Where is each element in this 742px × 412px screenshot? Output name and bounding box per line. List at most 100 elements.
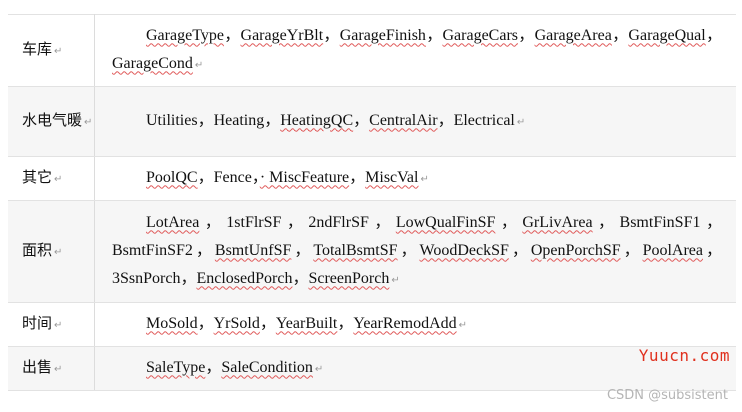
feature-separator: ， bbox=[281, 213, 309, 231]
feature-name: 2ndFlrSF bbox=[308, 213, 369, 231]
paragraph-mark-icon: ↵ bbox=[84, 117, 93, 128]
feature-name: SaleCondition bbox=[221, 358, 313, 376]
feature-separator: ， bbox=[291, 241, 314, 259]
feature-name: MiscVal bbox=[365, 168, 419, 186]
paragraph-mark-icon: ↵ bbox=[458, 319, 468, 331]
category-cell: 其它↵ bbox=[8, 156, 95, 201]
feature-name: SaleType bbox=[146, 358, 206, 376]
feature-separator: ， bbox=[349, 168, 366, 186]
category-label: 其它 bbox=[22, 168, 53, 186]
feature-name: YearRemodAdd bbox=[353, 314, 457, 332]
feature-separator: ， bbox=[592, 213, 620, 231]
paragraph-mark-icon: ↵ bbox=[54, 320, 63, 331]
paragraph-mark-icon: ↵ bbox=[54, 247, 63, 258]
feature-separator: ， bbox=[251, 168, 260, 186]
table-row: 出售↵SaleType，SaleCondition↵ bbox=[8, 346, 736, 391]
feature-separator: ， bbox=[508, 241, 531, 259]
category-label: 出售 bbox=[22, 358, 53, 376]
feature-name: Electrical bbox=[453, 111, 515, 129]
feature-name: GarageQual bbox=[628, 26, 706, 44]
category-label: 时间 bbox=[22, 314, 53, 332]
feature-separator: ， bbox=[223, 26, 241, 44]
feature-separator: ， bbox=[197, 111, 214, 129]
table-row: 车库↵GarageType，GarageYrBlt，GarageFinish，G… bbox=[8, 14, 736, 87]
feature-name: OpenPorchSF bbox=[530, 241, 621, 259]
feature-separator: ， bbox=[292, 269, 309, 287]
table-row: 时间↵MoSold，YrSold，YearBuilt，YearRemodAdd↵ bbox=[8, 302, 736, 347]
feature-name: GarageCars bbox=[442, 26, 518, 44]
paragraph-mark-icon: ↵ bbox=[391, 274, 400, 286]
feature-name: BsmtFinSF2 bbox=[112, 241, 193, 259]
feature-separator: ， bbox=[703, 241, 722, 259]
feature-separator: ， bbox=[205, 358, 222, 376]
feature-name: GarageYrBlt bbox=[240, 26, 324, 44]
paragraph-mark-icon: ↵ bbox=[314, 363, 324, 375]
feature-name: GrLivArea bbox=[522, 213, 593, 231]
paragraph-mark-icon: ↵ bbox=[420, 173, 429, 185]
paragraph-mark-icon: ↵ bbox=[194, 59, 204, 71]
feature-name: WoodDeckSF bbox=[419, 241, 509, 259]
feature-separator: ， bbox=[437, 111, 454, 129]
feature-name: BsmtFinSF1 bbox=[619, 213, 701, 231]
table-row: 其它↵PoolQC，Fence，· MiscFeature，MiscVal↵ bbox=[8, 156, 736, 201]
features-cell: Utilities，Heating，HeatingQC，CentralAir，E… bbox=[94, 86, 736, 157]
feature-name: HeatingQC bbox=[280, 111, 354, 129]
feature-separator: ， bbox=[197, 314, 214, 332]
feature-name: BsmtUnfSF bbox=[214, 241, 292, 259]
feature-name: 3SsnPorch bbox=[112, 269, 181, 287]
features-cell: SaleType，SaleCondition↵ bbox=[94, 346, 736, 391]
feature-name: GarageType bbox=[146, 26, 224, 44]
category-cell: 水电气暖↵ bbox=[8, 86, 95, 157]
feature-name: EnclosedPorch bbox=[196, 269, 293, 287]
feature-separator: ， bbox=[180, 269, 197, 287]
feature-separator: ， bbox=[700, 213, 722, 231]
table-row: 面积↵LotArea，1stFlrSF，2ndFlrSF，LowQualFinS… bbox=[8, 200, 736, 303]
feature-separator: ， bbox=[259, 314, 276, 332]
category-label: 水电气暖 bbox=[22, 111, 83, 129]
category-cell: 出售↵ bbox=[8, 346, 95, 391]
feature-name: GarageArea bbox=[534, 26, 612, 44]
feature-name: PoolQC bbox=[146, 168, 198, 186]
feature-separator: ， bbox=[337, 314, 354, 332]
feature-separator: ， bbox=[192, 241, 215, 259]
feature-name: · MiscFeature bbox=[259, 168, 350, 186]
features-cell: LotArea，1stFlrSF，2ndFlrSF，LowQualFinSF，G… bbox=[94, 200, 736, 303]
feature-name: ScreenPorch bbox=[308, 269, 390, 287]
features-cell: PoolQC，Fence，· MiscFeature，MiscVal↵ bbox=[94, 156, 736, 201]
feature-separator: ， bbox=[518, 26, 535, 44]
feature-name: TotalBsmtSF bbox=[313, 241, 398, 259]
category-label: 车库 bbox=[22, 40, 53, 58]
feature-separator: ， bbox=[611, 26, 629, 44]
feature-separator: ， bbox=[199, 213, 227, 231]
feature-separator: ， bbox=[353, 111, 370, 129]
feature-name: MoSold bbox=[146, 314, 198, 332]
feature-name: LotArea bbox=[146, 213, 200, 231]
category-cell: 面积↵ bbox=[8, 200, 95, 303]
feature-name: Heating bbox=[213, 111, 265, 129]
paragraph-mark-icon: ↵ bbox=[54, 364, 63, 375]
feature-separator: ， bbox=[323, 26, 340, 44]
feature-separator: ， bbox=[620, 241, 643, 259]
table-row: 水电气暖↵Utilities，Heating，HeatingQC，Central… bbox=[8, 86, 736, 157]
features-cell: GarageType，GarageYrBlt，GarageFinish，Gara… bbox=[94, 14, 736, 87]
feature-separator: ， bbox=[197, 168, 214, 186]
paragraph-mark-icon: ↵ bbox=[54, 46, 63, 57]
table-body: 车库↵GarageType，GarageYrBlt，GarageFinish，G… bbox=[8, 14, 736, 391]
feature-separator: ， bbox=[368, 213, 396, 231]
feature-separator: ， bbox=[425, 26, 443, 44]
features-cell: MoSold，YrSold，YearBuilt，YearRemodAdd↵ bbox=[94, 302, 736, 347]
feature-name: YrSold bbox=[213, 314, 260, 332]
category-cell: 车库↵ bbox=[8, 14, 95, 87]
paragraph-mark-icon: ↵ bbox=[516, 116, 526, 128]
feature-name: CentralAir bbox=[369, 111, 438, 129]
feature-name: YearBuilt bbox=[275, 314, 338, 332]
category-label: 面积 bbox=[22, 241, 53, 259]
feature-separator: ， bbox=[495, 213, 523, 231]
feature-name: GarageFinish bbox=[339, 26, 426, 44]
feature-separator: ， bbox=[705, 26, 722, 44]
yuucn-watermark: Yuucn.com bbox=[638, 346, 730, 365]
feature-name: 1stFlrSF bbox=[226, 213, 282, 231]
feature-name: GarageCond bbox=[112, 54, 193, 72]
feature-category-table: 车库↵GarageType，GarageYrBlt，GarageFinish，G… bbox=[8, 14, 736, 391]
feature-name: PoolArea bbox=[642, 241, 703, 259]
